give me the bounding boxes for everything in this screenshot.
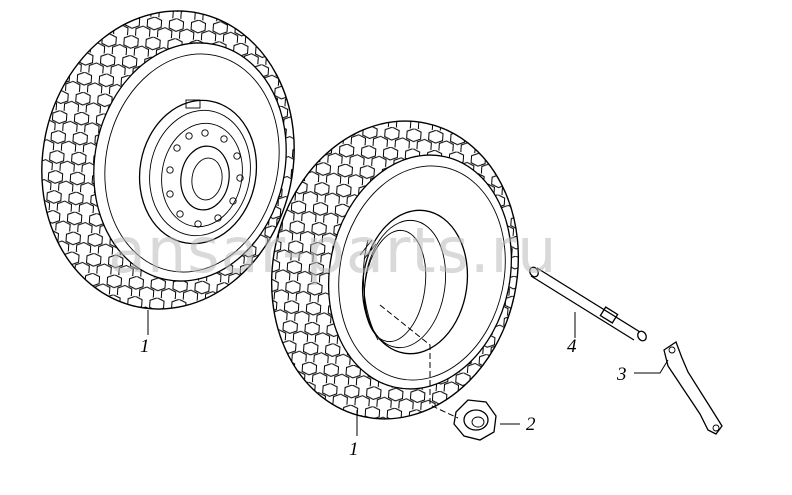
callout-tire-right: 1 (349, 439, 359, 460)
bolt-holes-left (166, 129, 244, 228)
callout-rod: 4 (567, 336, 577, 357)
watermark: ansar-parts.ru (108, 214, 557, 287)
callout-nut: 2 (526, 414, 536, 435)
leader-lines (147, 304, 669, 436)
callout-bracket: 3 (616, 364, 627, 385)
wheel-right (270, 120, 520, 420)
nut (453, 399, 497, 441)
callout-tire-left: 1 (140, 336, 150, 357)
wheel-left (41, 10, 295, 310)
bracket (663, 341, 723, 435)
rod (529, 266, 647, 342)
